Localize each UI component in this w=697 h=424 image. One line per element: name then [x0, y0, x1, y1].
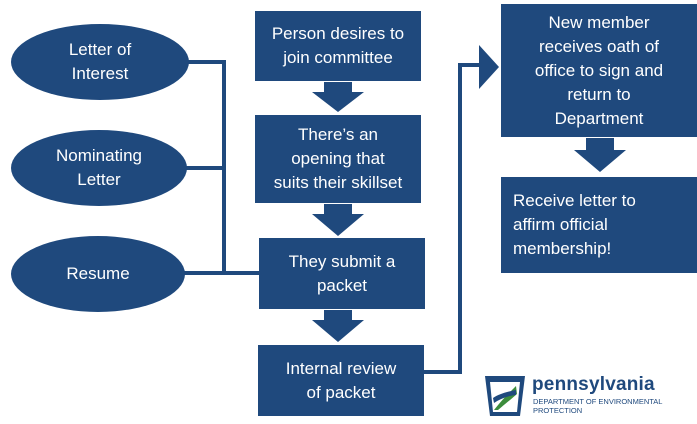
arrow-desire-to-opening: [312, 82, 364, 112]
input-letter-of-interest: Letter of Interest: [11, 24, 189, 100]
arrow-submit-to-review: [312, 310, 364, 342]
input-nominating-letter: Nominating Letter: [11, 130, 187, 206]
arrow-opening-to-submit: [312, 204, 364, 236]
step-review: Internal review of packet: [258, 345, 424, 416]
keystone-icon: [485, 376, 525, 416]
logo-wordmark: pennsylvania: [532, 374, 655, 395]
step-affirm: Receive letter to affirm official member…: [501, 177, 697, 273]
logo-subtitle: DEPARTMENT OF ENVIRONMENTAL PROTECTION: [533, 397, 663, 415]
input-resume: Resume: [11, 236, 185, 312]
step-opening: There’s an opening that suits their skil…: [255, 115, 421, 203]
pa-dep-logo: pennsylvania DEPARTMENT OF ENVIRONMENTAL…: [482, 372, 697, 420]
step-submit: They submit a packet: [259, 238, 425, 309]
step-oath: New member receives oath of office to si…: [501, 4, 697, 137]
step-desire: Person desires to join committee: [255, 11, 421, 81]
arrow-oath-to-affirm: [574, 138, 626, 172]
